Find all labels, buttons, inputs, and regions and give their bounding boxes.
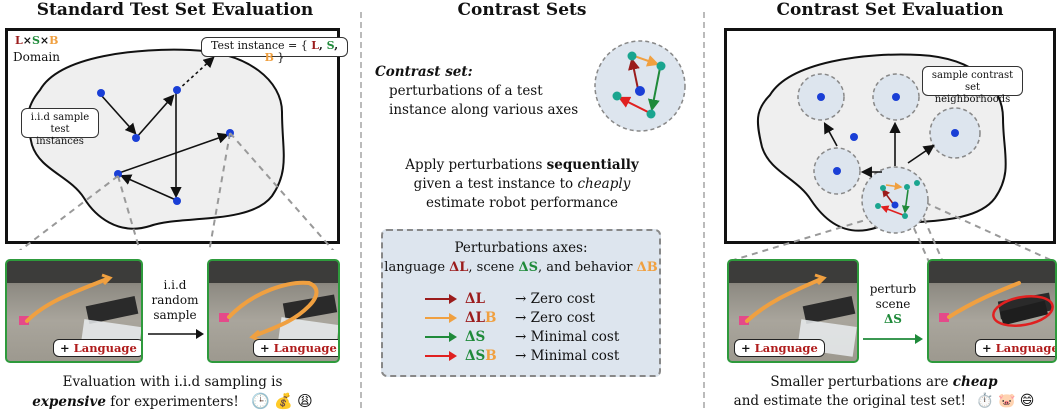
left-arrow-5 — [118, 132, 230, 174]
test-instance-callout: Test instance = { L, S, B } — [201, 37, 348, 64]
perturbation-label: ΔSB — [465, 347, 497, 364]
perturbation-cost: → Minimal cost — [515, 328, 620, 345]
perturbation-arrow-icon — [425, 350, 457, 361]
robot-scene-thumbnail: + Language — [5, 259, 143, 363]
left-domain-blob — [26, 48, 285, 230]
perturbation-label: ΔL — [465, 290, 485, 307]
contrast-set-definition: Contrast set: perturbations of a test in… — [375, 64, 579, 118]
domain-label: Domain — [13, 50, 60, 64]
money-bag-icon: 💰 — [274, 392, 293, 410]
robot-scene-thumbnail: + Language — [207, 259, 340, 363]
perturbation-row: ΔLB → Zero cost — [423, 308, 653, 327]
piggy-bank-icon: 🐷 — [998, 393, 1016, 409]
axes-line: language ΔL, scene ΔS, and behavior ΔB — [384, 260, 658, 275]
middle-title: Contrast Sets — [457, 0, 587, 20]
right-domain-diagram — [726, 53, 1056, 262]
apply-perturbations-text: Apply perturbations sequentially given a… — [405, 157, 639, 211]
left-arrow-1 — [100, 94, 137, 135]
left-domain-diagram — [18, 48, 335, 250]
perturbation-arrow-icon — [425, 293, 457, 304]
left-arrow-4 — [119, 174, 177, 201]
left-caption: Evaluation with i.i.d sampling is expens… — [32, 374, 313, 410]
clock-icon: 🕒 — [251, 392, 270, 410]
perturb-arrow — [863, 334, 923, 344]
left-connector — [229, 132, 335, 250]
left-title: Standard Test Set Evaluation — [36, 0, 314, 20]
left-node — [114, 170, 122, 178]
axes-title: Perturbations axes: — [454, 240, 588, 256]
robot-scene-thumbnail: + Language — [927, 259, 1057, 363]
left-connector — [117, 175, 141, 250]
left-node — [132, 134, 140, 142]
perturbation-label: ΔS — [465, 328, 486, 345]
left-connector — [18, 175, 119, 250]
perturbation-row: ΔL → Zero cost — [423, 289, 653, 308]
perturbation-row: ΔSB → Minimal cost — [423, 346, 653, 365]
domain-formula: L×S×B — [15, 34, 59, 47]
separator-right — [703, 12, 705, 408]
stopwatch-icon: ⏱️ — [976, 393, 994, 409]
robot-scene-thumbnail: + Language — [727, 259, 859, 363]
left-node — [173, 86, 181, 94]
language-tag: + Language — [734, 339, 825, 357]
contrast-set-illustration — [594, 40, 686, 132]
tired-face-icon: 😩 — [297, 392, 313, 410]
language-tag: + Language — [253, 339, 338, 357]
perturbation-arrow-icon — [425, 331, 457, 342]
left-node — [97, 89, 105, 97]
right-caption: Smaller perturbations are cheap and esti… — [733, 374, 1035, 409]
perturbation-axes-box: Perturbations axes: language ΔL, scene Δ… — [381, 229, 661, 377]
perturbation-label: ΔLB — [465, 309, 497, 326]
perturbation-cost: → Zero cost — [515, 290, 595, 307]
perturbation-cost: → Minimal cost — [515, 347, 620, 364]
separator-left — [360, 12, 362, 408]
perturbation-arrow-icon — [425, 312, 457, 323]
left-node — [173, 197, 181, 205]
iid-arrow — [148, 329, 204, 339]
right-title: Contrast Set Evaluation — [776, 0, 1004, 20]
left-arrow-2 — [135, 94, 175, 139]
left-arrow-dotted — [177, 56, 215, 91]
language-tag: + Language — [53, 339, 141, 357]
grinning-face-icon: 😄 — [1019, 393, 1035, 409]
perturbation-cost: → Zero cost — [515, 309, 595, 326]
language-tag: + Language — [975, 339, 1055, 357]
perturbation-row: ΔS → Minimal cost — [423, 327, 653, 346]
